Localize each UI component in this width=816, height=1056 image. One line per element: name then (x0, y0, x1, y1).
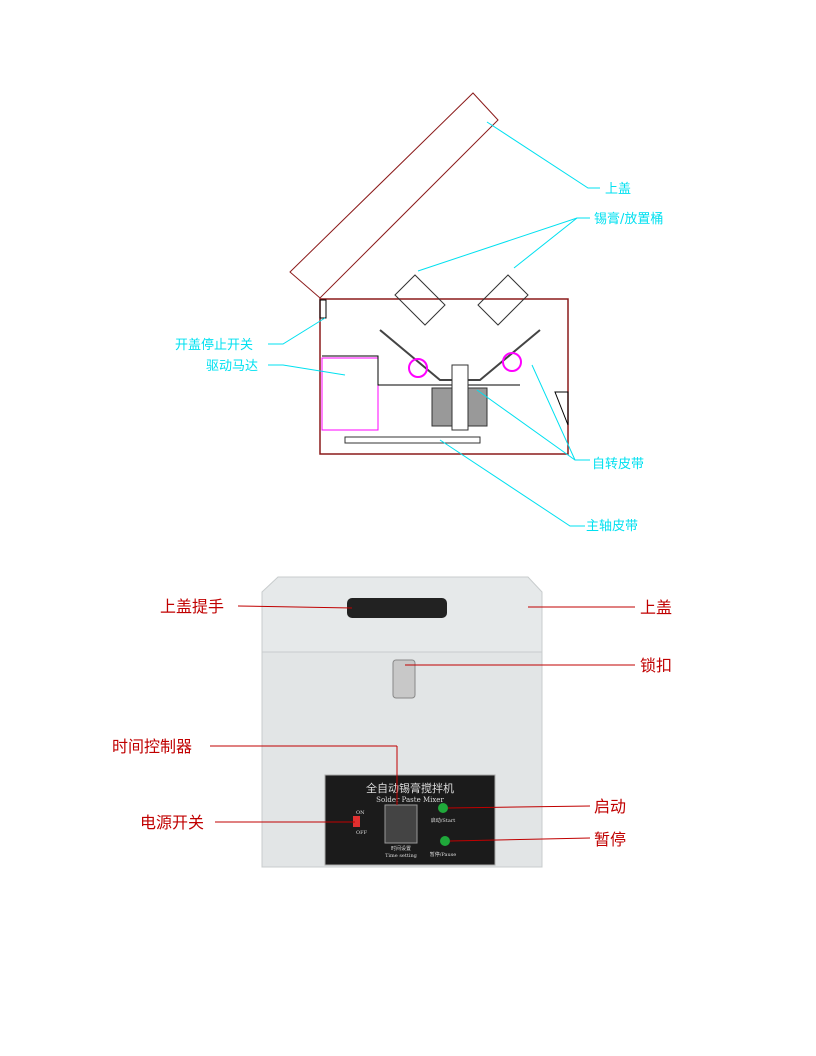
label-rotation-belt: 自转皮带 (592, 457, 644, 472)
machine-photo: 全自动锡膏搅拌机 Solder Paste Mixer ON OFF 时间设置 … (112, 576, 672, 868)
start-panel-label: 启动/Start (431, 817, 456, 824)
open-lid (289, 92, 499, 299)
power-switch[interactable] (353, 816, 360, 827)
main-belt (344, 436, 481, 444)
right-pulley (502, 352, 522, 372)
label-power-switch: 电源开关 (140, 813, 204, 832)
leader-lines (268, 121, 600, 527)
lid-handle (347, 598, 447, 618)
label-spindle-belt: 主轴皮带 (586, 519, 638, 534)
spindle (451, 364, 469, 431)
cross-section-diagram: 上盖 锡膏/放置桶 开盖停止开关 驱动马达 自转皮带 主轴皮带 (175, 92, 663, 534)
label-lid: 上盖 (605, 182, 631, 197)
lid-stop-switch (319, 299, 327, 319)
side-bracket (554, 391, 569, 426)
paste-buckets (379, 274, 541, 381)
latch (392, 659, 416, 699)
pause-button[interactable] (440, 836, 450, 846)
label-lid-stop-switch: 开盖停止开关 (175, 337, 253, 353)
label-pause: 暂停 (594, 830, 626, 849)
label-paste-bucket: 锡膏/放置桶 (594, 211, 663, 227)
left-pulley (408, 358, 428, 378)
timer-label-cn: 时间设置 (391, 845, 411, 852)
panel-title-en: Solder Paste Mixer (376, 796, 444, 804)
machine-housing (319, 298, 569, 455)
on-label: ON (356, 810, 365, 816)
label-start: 启动 (594, 797, 626, 816)
timer-display[interactable] (384, 804, 418, 844)
pause-panel-label: 暂停/Pause (430, 851, 457, 858)
off-label: OFF (356, 830, 368, 836)
label-lid: 上盖 (640, 598, 672, 617)
label-lid-handle: 上盖提手 (160, 597, 224, 616)
label-drive-motor: 驱动马达 (206, 359, 258, 374)
panel-title-cn: 全自动锡膏搅拌机 (366, 781, 454, 795)
photo-leader-lines (210, 605, 635, 842)
label-timer: 时间控制器 (112, 737, 192, 756)
drive-motor (321, 357, 379, 431)
label-latch: 锁扣 (640, 656, 672, 675)
main-frame (322, 355, 520, 386)
start-button[interactable] (438, 803, 448, 813)
timer-label-en: Time setting (385, 853, 418, 859)
